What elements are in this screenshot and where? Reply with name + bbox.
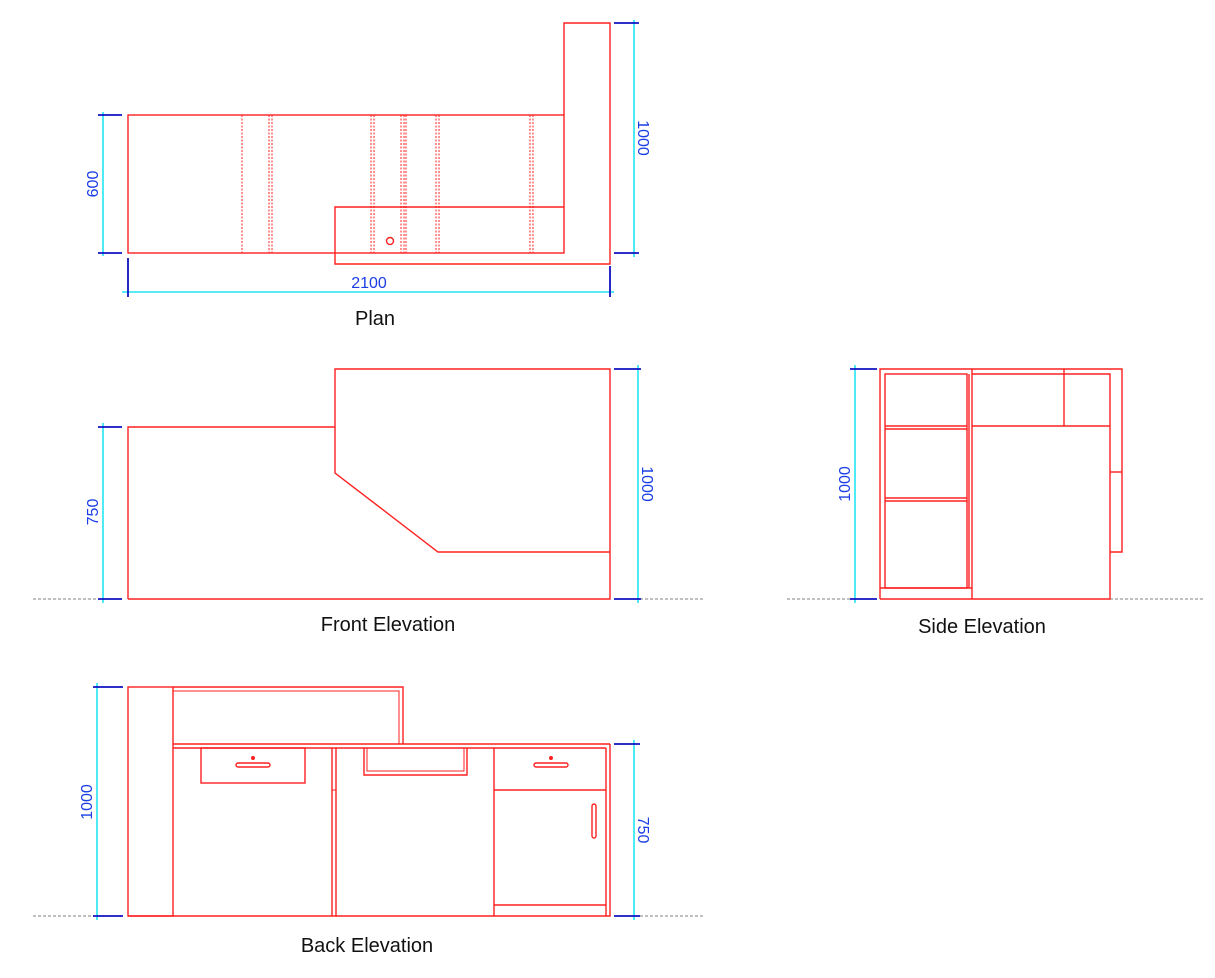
svg-text:1000: 1000 <box>837 466 854 502</box>
front-elevation-view: 750 1000 Front Elevation <box>33 365 705 636</box>
lock-icon <box>549 756 553 760</box>
front-low-counter <box>127 426 335 599</box>
plan-return <box>334 22 611 265</box>
side-elevation-title: Side Elevation <box>918 616 1046 638</box>
svg-text:750: 750 <box>85 499 102 526</box>
plan-dim-overall-depth: 1000 <box>614 20 651 257</box>
side-elevation-view: 1000 Side Elevation <box>787 365 1205 638</box>
lock-icon <box>251 756 255 760</box>
back-carcass <box>128 744 611 917</box>
back-dim-counter-height: 750 <box>614 740 651 920</box>
svg-text:750: 750 <box>634 817 651 844</box>
svg-text:600: 600 <box>85 171 102 198</box>
plan-view: 600 2100 1000 Plan <box>85 20 651 330</box>
svg-text:2100: 2100 <box>351 275 387 292</box>
back-end-panel <box>127 686 174 917</box>
svg-text:1000: 1000 <box>634 120 651 156</box>
plan-dim-width: 2100 <box>122 258 614 297</box>
plan-dim-depth: 600 <box>85 112 122 256</box>
door-handle-icon <box>591 803 597 839</box>
front-dim-counter-height: 750 <box>85 423 122 603</box>
plan-desk-top <box>127 114 565 254</box>
back-dim-overall-height: 1000 <box>79 683 123 920</box>
side-right-carcass <box>880 373 1111 600</box>
back-elevation-title: Back Elevation <box>301 935 433 957</box>
drawer-handle-icon <box>533 762 569 768</box>
drawer-handle-icon <box>235 762 271 768</box>
front-high-panel <box>128 368 611 600</box>
side-outer-frame <box>879 368 1123 599</box>
back-drawer-left <box>200 747 306 784</box>
back-elevation-view: 1000 750 Back Elevation <box>33 683 705 957</box>
front-cutout <box>334 427 610 553</box>
side-dim-overall-height: 1000 <box>837 365 877 603</box>
front-dim-overall-height: 1000 <box>614 365 655 603</box>
plan-hidden-lines <box>241 115 565 254</box>
back-hutch <box>173 686 404 744</box>
grommet-icon <box>385 236 395 246</box>
front-elevation-title: Front Elevation <box>321 614 456 636</box>
side-left-cabinet <box>884 373 968 589</box>
svg-text:1000: 1000 <box>79 784 96 820</box>
plan-title: Plan <box>355 308 395 330</box>
back-keyboard-tray <box>363 748 468 776</box>
svg-text:1000: 1000 <box>638 466 655 502</box>
